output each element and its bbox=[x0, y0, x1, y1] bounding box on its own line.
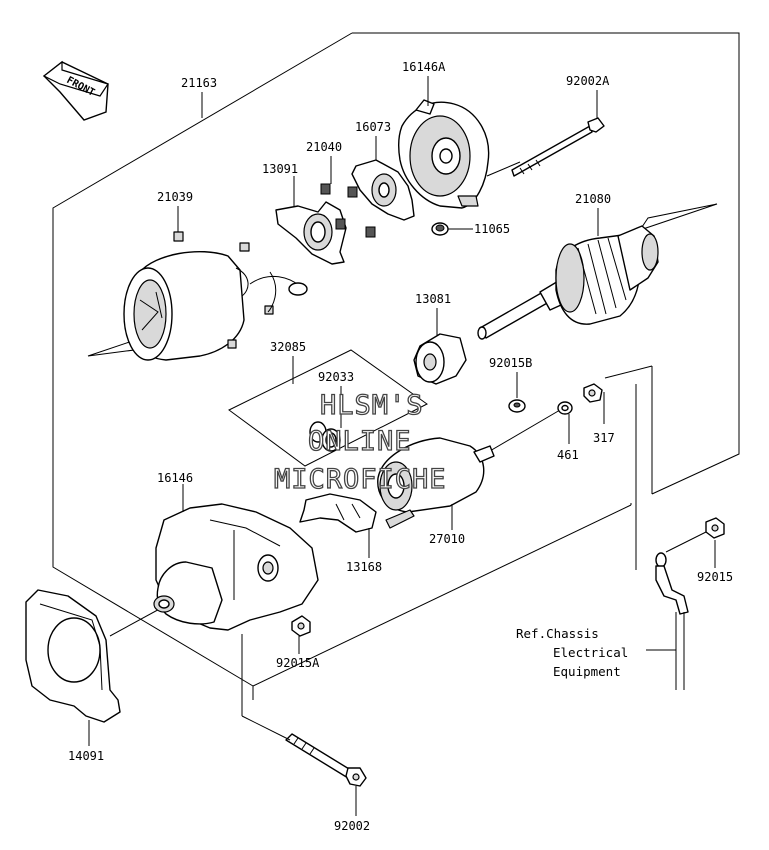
part-label-14091: 14091 bbox=[68, 749, 104, 763]
part-label-27010: 27010 bbox=[429, 532, 465, 546]
subassembly-box-32085 bbox=[228, 349, 428, 467]
watermark-line-2: ONLINE bbox=[308, 426, 412, 457]
watermark-line-3: MICROFICHE bbox=[274, 464, 447, 495]
part-label-317: 317 bbox=[593, 431, 615, 445]
part-label-92033: 92033 bbox=[318, 370, 354, 384]
part-label-92002: 92002 bbox=[334, 819, 370, 833]
seal-11065 bbox=[431, 222, 449, 236]
part-label-21040: 21040 bbox=[306, 140, 342, 154]
part-label-16146a: 16146A bbox=[402, 60, 446, 74]
part-label-13081: 13081 bbox=[415, 292, 451, 306]
part-label-92015b: 92015B bbox=[489, 356, 532, 370]
nut-92015a bbox=[291, 615, 311, 637]
part-label-32085: 32085 bbox=[270, 340, 306, 354]
part-label-11065: 11065 bbox=[474, 222, 510, 236]
pinion-gear-13081 bbox=[413, 333, 467, 385]
shift-lever-13168 bbox=[299, 493, 377, 533]
reference-note-line-1: Ref.Chassis bbox=[516, 626, 599, 641]
battery-cable bbox=[655, 552, 689, 690]
washer-461 bbox=[557, 401, 573, 415]
nut-92015 bbox=[705, 517, 725, 539]
solenoid-27010 bbox=[377, 437, 495, 529]
assembly-outline bbox=[52, 32, 740, 700]
brush-holder-13091 bbox=[275, 201, 347, 265]
end-cover-16146a bbox=[397, 99, 490, 209]
part-labels: 21163 16146A 92002A 16073 21040 13091 21… bbox=[68, 60, 733, 833]
part-label-92015: 92015 bbox=[697, 570, 733, 584]
part-label-16146: 16146 bbox=[157, 471, 193, 485]
part-label-21163: 21163 bbox=[181, 76, 217, 90]
yoke-housing-21039 bbox=[123, 231, 308, 361]
reference-note-line-3: Equipment bbox=[553, 664, 621, 679]
armature-21080 bbox=[477, 225, 659, 340]
brush-springs-21040 bbox=[320, 183, 376, 238]
part-label-13168: 13168 bbox=[346, 560, 382, 574]
watermark-line-1: HLSM'S bbox=[320, 390, 424, 421]
o-ring-92033 bbox=[309, 421, 341, 452]
reference-note: Ref.Chassis Electrical Equipment bbox=[516, 626, 628, 679]
part-label-21039: 21039 bbox=[157, 190, 193, 204]
part-label-461: 461 bbox=[557, 448, 579, 462]
part-label-13091: 13091 bbox=[262, 162, 298, 176]
bolt-92002 bbox=[285, 733, 367, 787]
front-housing-16146 bbox=[153, 503, 319, 631]
washer-92015b bbox=[508, 399, 526, 413]
through-bolt-92002a bbox=[511, 117, 605, 177]
brush-plate-16073 bbox=[351, 159, 415, 221]
part-label-21080: 21080 bbox=[575, 192, 611, 206]
front-direction-arrow: FRONT bbox=[42, 60, 109, 121]
watermark: HLSM'S ONLINE MICROFICHE bbox=[273, 389, 447, 495]
part-label-92015a: 92015A bbox=[276, 656, 320, 670]
leader-lines bbox=[88, 76, 716, 816]
nut-317 bbox=[583, 383, 603, 403]
reference-note-line-2: Electrical bbox=[553, 645, 628, 660]
part-label-16073: 16073 bbox=[355, 120, 391, 134]
part-label-92002a: 92002A bbox=[566, 74, 610, 88]
cover-plate-14091 bbox=[25, 589, 121, 723]
